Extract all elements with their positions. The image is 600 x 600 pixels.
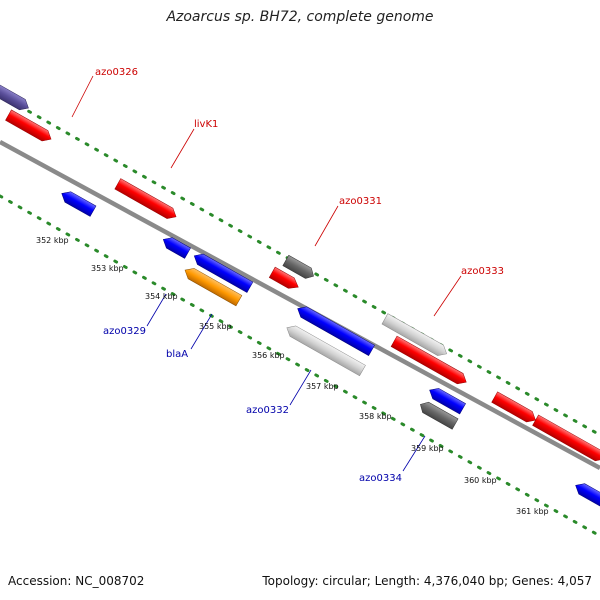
scale-label: 360 kbp: [464, 476, 497, 485]
inner-dotted-track: [0, 194, 600, 538]
genome-summary-text: Topology: circular; Length: 4,376,040 bp…: [262, 574, 592, 588]
gene-feature-pseudo[interactable]: [417, 399, 459, 430]
gene-feature-beta-lactamase[interactable]: [182, 265, 243, 307]
gene-feature-reverse[interactable]: [427, 385, 466, 415]
accession-text: Accession: NC_008702: [8, 574, 145, 588]
gene-feature-reverse[interactable]: [573, 480, 600, 509]
gene-label-azo0334[interactable]: azo0334: [359, 473, 402, 484]
gene-feature-forward[interactable]: [268, 266, 301, 292]
genome-backbone: [0, 140, 600, 470]
gene-feature-forward[interactable]: [390, 335, 469, 387]
scale-label: 355 kbp: [199, 322, 232, 331]
gene-label-livK1[interactable]: livK1: [194, 119, 218, 130]
gene-feature-forward[interactable]: [532, 414, 600, 464]
gene-feature-forward[interactable]: [114, 178, 179, 222]
gene-feature-reverse[interactable]: [160, 234, 191, 259]
scale-label: 354 kbp: [145, 292, 178, 301]
gene-feature-forward[interactable]: [5, 109, 54, 145]
gene-label-azo0326[interactable]: azo0326: [95, 67, 138, 78]
gene-feature-pseudo[interactable]: [282, 254, 317, 281]
gene-feature-unknown[interactable]: [284, 322, 366, 377]
scale-label: 357 kbp: [306, 382, 339, 391]
scale-label: 353 kbp: [91, 264, 124, 273]
label-leaders: [71, 75, 462, 472]
outer-dotted-track: [0, 93, 600, 437]
gene-label-blaA[interactable]: blaA: [166, 349, 188, 360]
gene-feature-other[interactable]: [0, 84, 31, 114]
scale-label: 359 kbp: [411, 444, 444, 453]
gene-feature-unknown[interactable]: [381, 313, 450, 359]
scale-label: 356 kbp: [252, 351, 285, 360]
gene-label-azo0329[interactable]: azo0329: [103, 326, 146, 337]
gene-feature-reverse[interactable]: [59, 188, 97, 217]
gene-feature-forward[interactable]: [491, 391, 539, 426]
scale-label: 361 kbp: [516, 507, 549, 516]
map-title: Azoarcus sp. BH72, complete genome: [166, 9, 434, 25]
scale-label: 358 kbp: [359, 412, 392, 421]
gene-label-azo0332[interactable]: azo0332: [246, 405, 289, 416]
gene-label-azo0331[interactable]: azo0331: [339, 196, 382, 207]
gene-feature-reverse[interactable]: [295, 303, 375, 356]
scale-label: 352 kbp: [36, 236, 69, 245]
gene-feature-reverse[interactable]: [191, 251, 254, 293]
gene-label-azo0333[interactable]: azo0333: [461, 266, 504, 277]
